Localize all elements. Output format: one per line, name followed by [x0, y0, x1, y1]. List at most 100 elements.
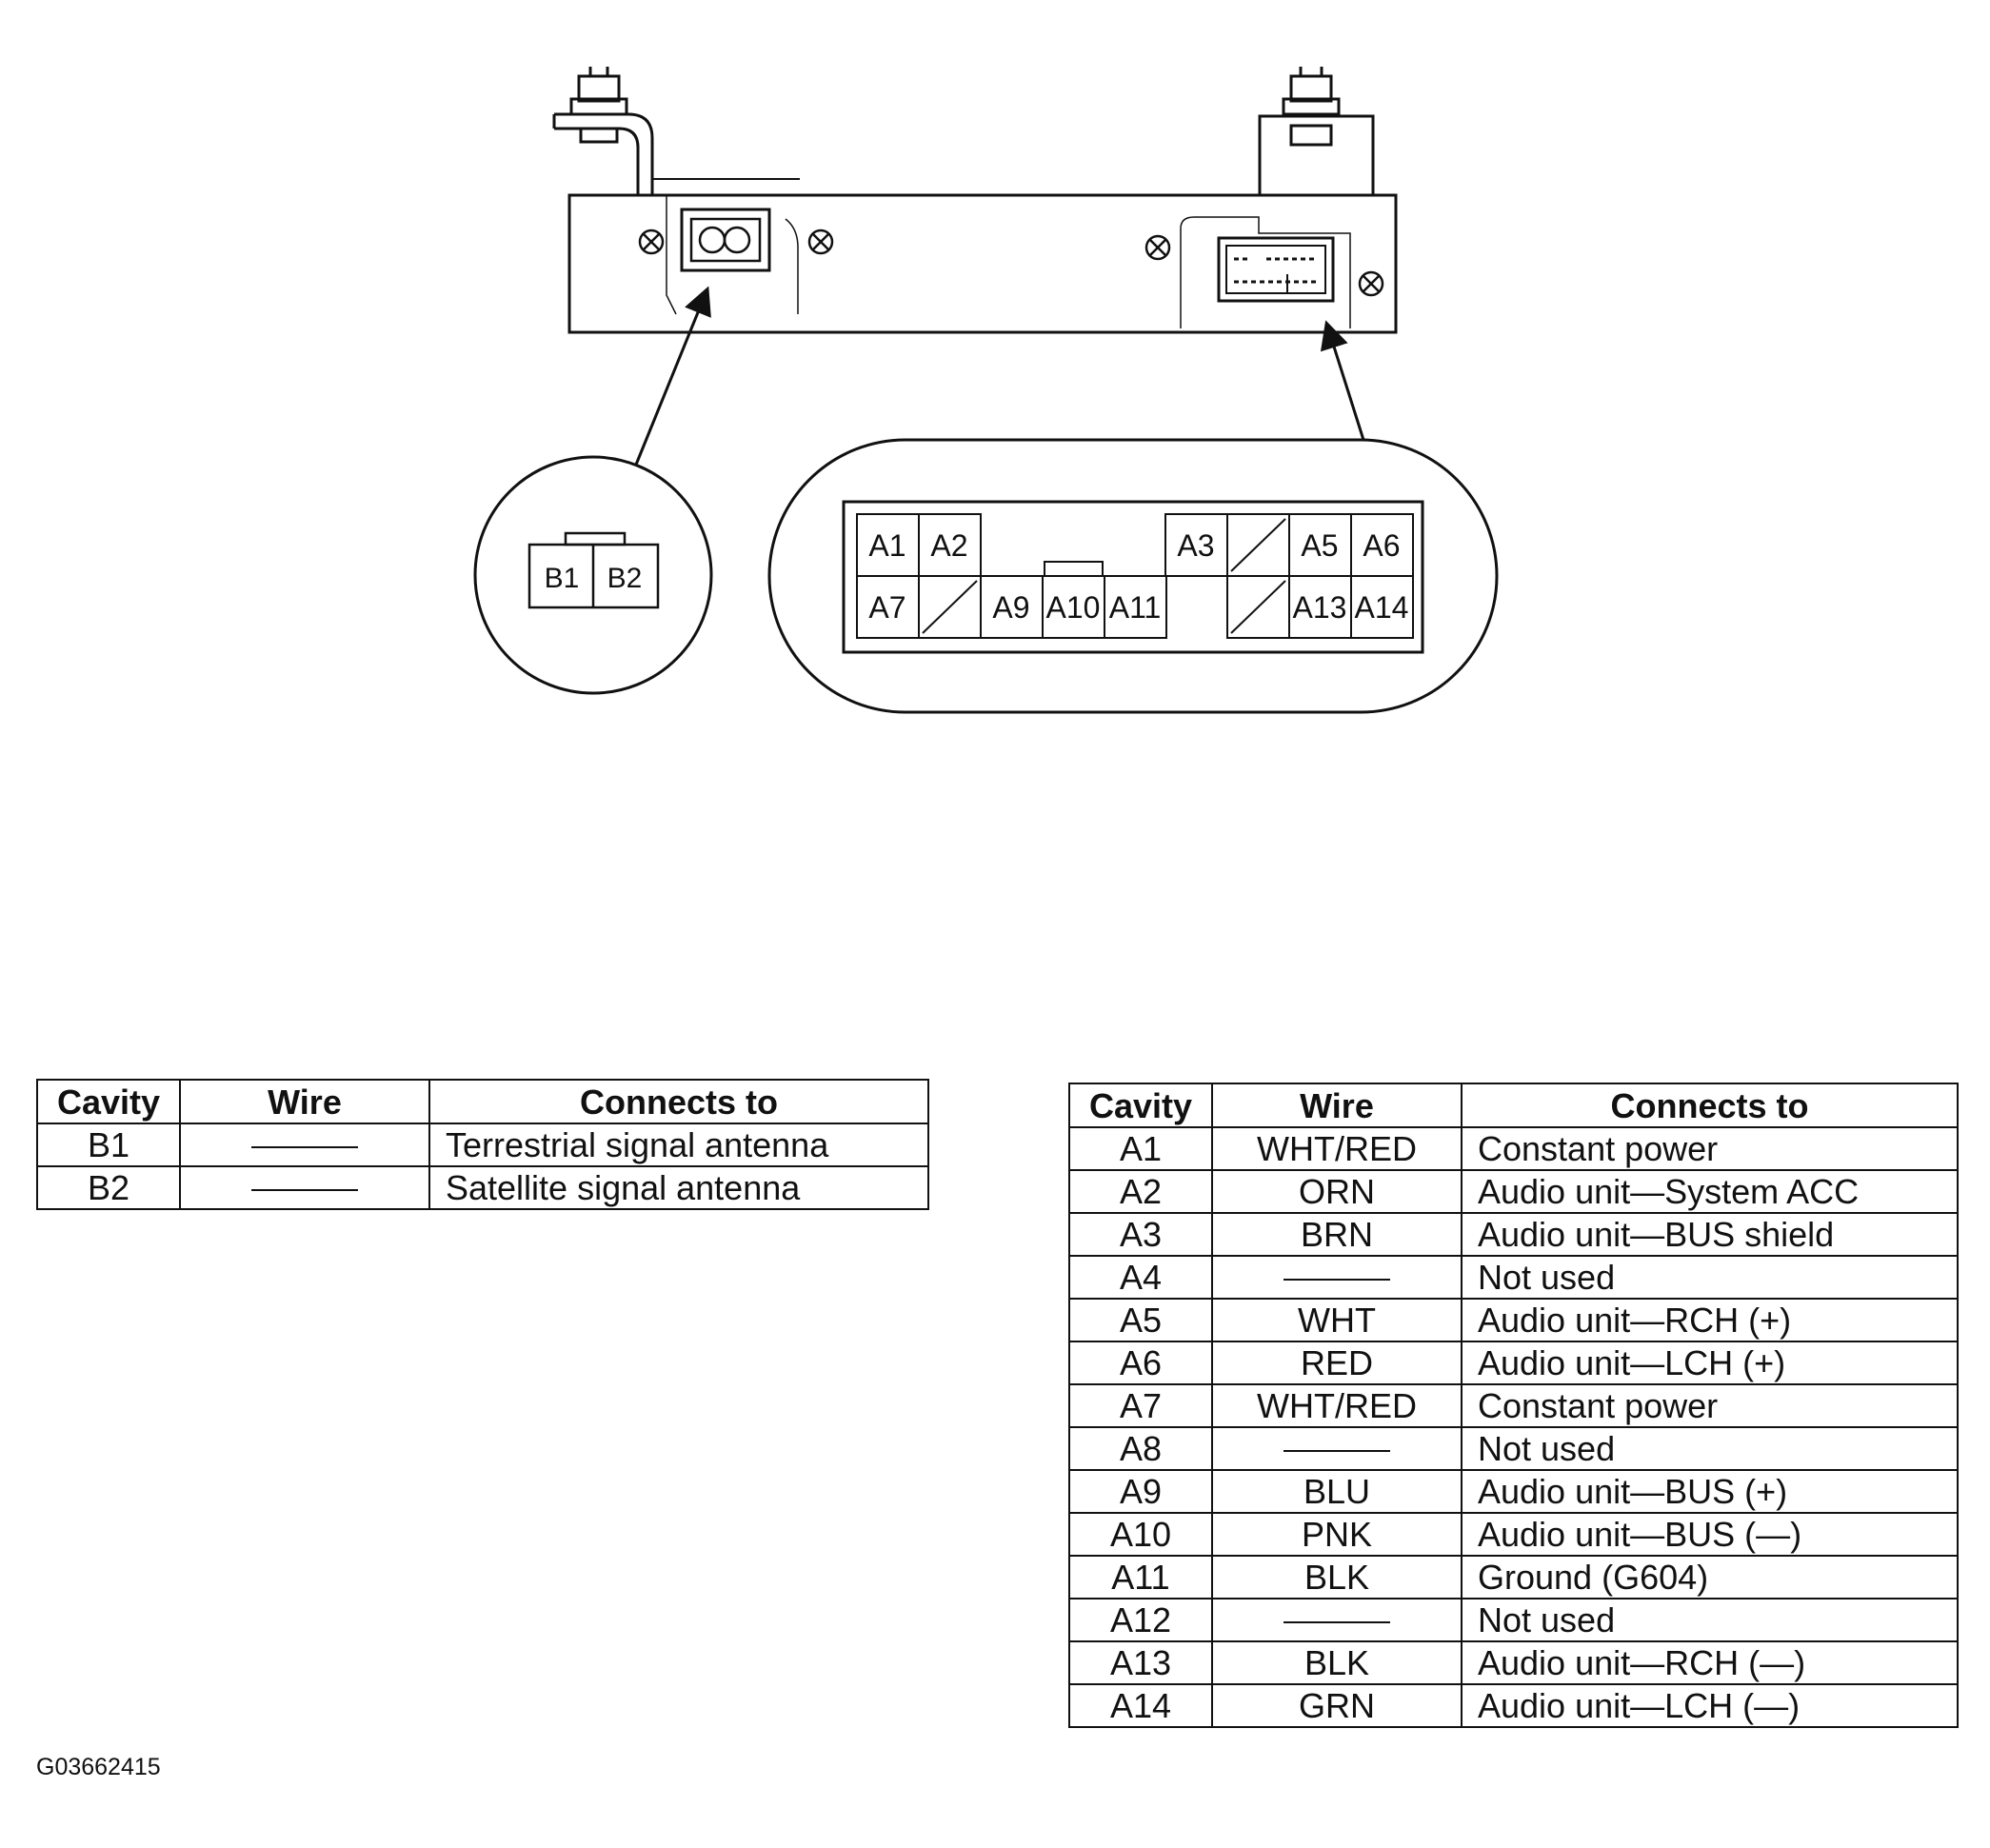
- wire-cell: [1211, 1598, 1463, 1642]
- wire-cell: BRN: [1211, 1212, 1463, 1257]
- cavity-cell: A8: [1068, 1426, 1213, 1471]
- cavity-cell: A13: [1068, 1640, 1213, 1685]
- table-header-row: Cavity Wire Connects to: [1068, 1083, 1959, 1128]
- wire-cell: PNK: [1211, 1512, 1463, 1557]
- cavity-cell: A3: [1068, 1212, 1213, 1257]
- cavity-label-b1: B1: [545, 563, 580, 594]
- header-cavity: Cavity: [36, 1079, 181, 1124]
- connects-to-cell: Satellite signal antenna: [428, 1165, 929, 1210]
- connects-to-cell: Audio unit—BUS (+): [1461, 1469, 1959, 1514]
- cavity-cell: A1: [1068, 1126, 1213, 1171]
- no-wire-dash: [1284, 1279, 1390, 1282]
- cavity-cell: A12: [1068, 1598, 1213, 1642]
- connects-to-cell: Constant power: [1461, 1383, 1959, 1428]
- connects-to-cell: Terrestrial signal antenna: [428, 1123, 929, 1167]
- unused-cavity-a8: [922, 580, 978, 634]
- table-row: A4 Not used: [1068, 1255, 1959, 1300]
- cavity-cell: B2: [36, 1165, 181, 1210]
- cavity-cell: B1: [36, 1123, 181, 1167]
- cavity-cell: A6: [1068, 1341, 1213, 1385]
- cavity-cell: A11: [1068, 1555, 1213, 1600]
- connects-to-cell: Audio unit—BUS (—): [1461, 1512, 1959, 1557]
- connects-to-cell: Audio unit—RCH (—): [1461, 1640, 1959, 1685]
- connects-to-cell: Audio unit—System ACC: [1461, 1169, 1959, 1214]
- wire-cell: BLK: [1211, 1555, 1463, 1600]
- screw-icon: [1358, 270, 1384, 297]
- screw-icon: [807, 229, 834, 255]
- no-wire-dash: [251, 1189, 358, 1192]
- wire-cell: BLK: [1211, 1640, 1463, 1685]
- cavity-cell: A5: [1068, 1298, 1213, 1342]
- connector-b-socket: [666, 195, 799, 315]
- wire-cell: [179, 1123, 430, 1167]
- wire-cell: [179, 1165, 430, 1210]
- table-header-row: Cavity Wire Connects to: [36, 1079, 929, 1124]
- table-row: A8 Not used: [1068, 1426, 1959, 1471]
- cavity-cell: A2: [1068, 1169, 1213, 1214]
- cavity-label-a3: A3: [1177, 528, 1214, 563]
- connector-b-pinout-table: Cavity Wire Connects to B1 Terrestrial si…: [36, 1079, 929, 1210]
- screw-icon: [1144, 234, 1171, 261]
- cavity-cell: A14: [1068, 1683, 1213, 1728]
- no-wire-dash: [1284, 1621, 1390, 1624]
- wire-cell: WHT: [1211, 1298, 1463, 1342]
- wire-cell: [1211, 1255, 1463, 1300]
- cavity-cell: A7: [1068, 1383, 1213, 1428]
- unused-cavity-a12: [1230, 580, 1286, 634]
- no-wire-dash: [1284, 1450, 1390, 1453]
- connects-to-cell: Not used: [1461, 1255, 1959, 1300]
- wire-cell: WHT/RED: [1211, 1126, 1463, 1171]
- cavity-label-a6: A6: [1363, 528, 1400, 563]
- connector-b-detail: B1 B2: [473, 455, 713, 695]
- cavity-label-a13: A13: [1293, 590, 1347, 625]
- header-cavity: Cavity: [1068, 1083, 1213, 1128]
- header-wire: Wire: [1211, 1083, 1463, 1128]
- header-wire: Wire: [179, 1079, 430, 1124]
- connects-to-cell: Audio unit—RCH (+): [1461, 1298, 1959, 1342]
- wire-cell: BLU: [1211, 1469, 1463, 1514]
- cavity-label-b2: B2: [607, 563, 643, 594]
- header-connects-to: Connects to: [428, 1079, 929, 1124]
- cavity-cell: A10: [1068, 1512, 1213, 1557]
- unused-cavity-a4: [1230, 518, 1286, 572]
- connects-to-cell: Ground (G604): [1461, 1555, 1959, 1600]
- figure-code: G03662415: [36, 1754, 161, 1780]
- cavity-label-a11: A11: [1109, 590, 1162, 625]
- arrow-to-connector-b: [634, 286, 711, 466]
- cavity-label-a7: A7: [868, 590, 905, 625]
- wire-cell: ORN: [1211, 1169, 1463, 1214]
- connects-to-cell: Audio unit—BUS shield: [1461, 1212, 1959, 1257]
- cavity-cell: A9: [1068, 1469, 1213, 1514]
- cavity-label-a10: A10: [1046, 590, 1101, 625]
- cavity-label-a1: A1: [868, 528, 905, 563]
- table-row: B2 Satellite signal antenna: [36, 1165, 929, 1210]
- wire-cell: GRN: [1211, 1683, 1463, 1728]
- wire-cell: [1211, 1426, 1463, 1471]
- connector-a-detail: A1 A2 A3 A5 A6 A7 A9 A10 A11 A13 A14: [767, 438, 1499, 714]
- connects-to-cell: Audio unit—LCH (+): [1461, 1341, 1959, 1385]
- cavity-cell: A4: [1068, 1255, 1213, 1300]
- connects-to-cell: Not used: [1461, 1426, 1959, 1471]
- table-row: B1 Terrestrial signal antenna: [36, 1123, 929, 1167]
- header-connects-to: Connects to: [1461, 1083, 1959, 1128]
- mounting-screws: [638, 229, 1384, 297]
- wire-cell: WHT/RED: [1211, 1383, 1463, 1428]
- connects-to-cell: Constant power: [1461, 1126, 1959, 1171]
- wire-cell: RED: [1211, 1341, 1463, 1385]
- connector-a-socket: [1180, 216, 1351, 328]
- cavity-label-a5: A5: [1301, 528, 1338, 563]
- cavity-label-a14: A14: [1355, 590, 1409, 625]
